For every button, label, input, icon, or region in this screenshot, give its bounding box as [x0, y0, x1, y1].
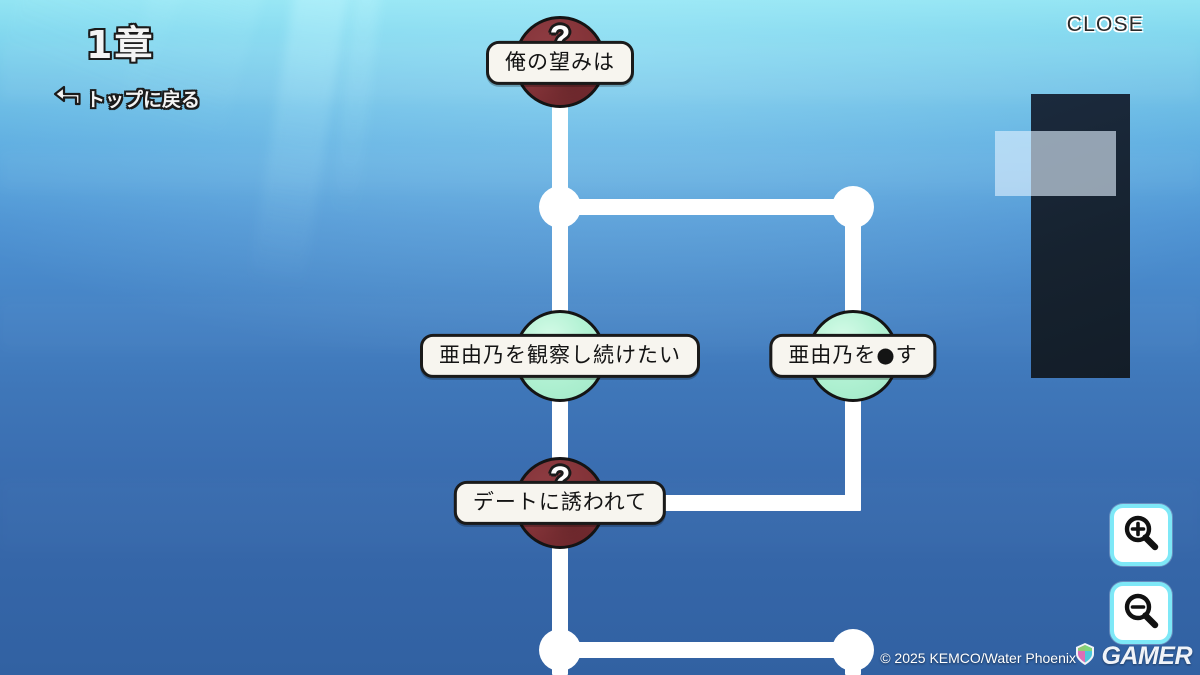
- zoom-out-button[interactable]: [1110, 582, 1172, 644]
- flow-node-label[interactable]: デートに誘われて: [453, 480, 667, 526]
- magnifier-plus-icon: [1121, 513, 1161, 557]
- flow-link: [552, 542, 568, 654]
- flow-node-label[interactable]: 俺の望みは: [486, 40, 634, 86]
- flow-node-junction[interactable]: [832, 629, 874, 671]
- flow-link: [552, 100, 568, 212]
- flow-node-label[interactable]: 亜由乃を●す: [769, 333, 937, 379]
- flow-node-junction[interactable]: [539, 186, 581, 228]
- back-to-top-label: トップに戻る: [86, 89, 201, 111]
- gamer-watermark: GAMER: [1072, 641, 1192, 671]
- gamer-shield-icon: [1072, 641, 1098, 671]
- return-arrow-icon: [52, 84, 82, 113]
- flow-node-junction[interactable]: [539, 629, 581, 671]
- flow-node-junction[interactable]: [832, 186, 874, 228]
- flow-link: [558, 642, 856, 658]
- flow-node-label[interactable]: 亜由乃を観察し続けたい: [420, 333, 700, 379]
- gamer-watermark-label: GAMER: [1101, 641, 1192, 670]
- close-button[interactable]: CLOSE: [1066, 13, 1144, 36]
- flow-link: [552, 396, 568, 464]
- flow-link: [604, 495, 861, 511]
- page-title: 1章: [86, 23, 155, 67]
- flow-link: [558, 199, 856, 215]
- flow-link: [845, 396, 861, 503]
- minimap-viewport[interactable]: [995, 131, 1116, 196]
- magnifier-minus-icon: [1121, 591, 1161, 635]
- flow-link: [845, 203, 861, 315]
- flow-link: [552, 203, 568, 315]
- back-to-top-button[interactable]: トップに戻る: [52, 84, 200, 113]
- zoom-in-button[interactable]: [1110, 504, 1172, 566]
- copyright-text: © 2025 KEMCO/Water Phoenix: [880, 650, 1076, 666]
